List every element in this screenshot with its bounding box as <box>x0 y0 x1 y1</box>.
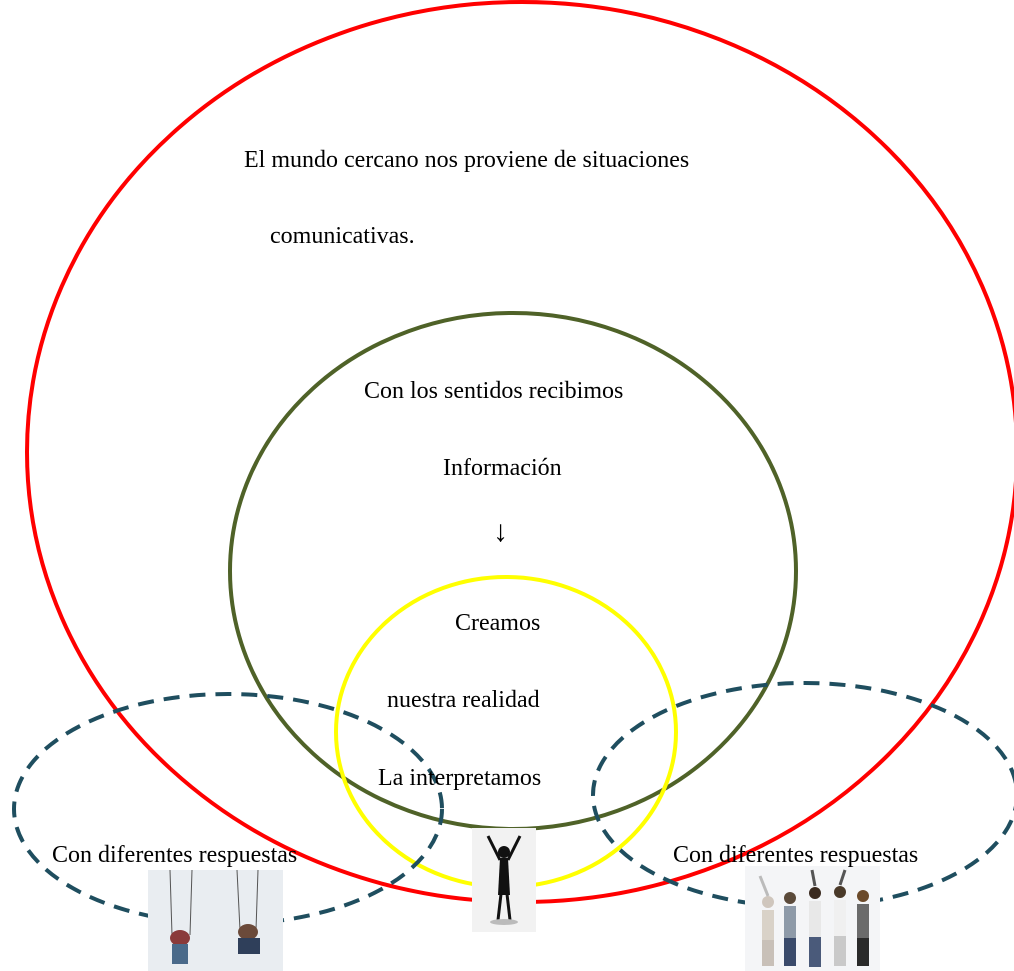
people-on-swings-photo <box>148 869 283 971</box>
person-arms-raised-silhouette-photo <box>472 828 536 932</box>
right-ellipse-label: Con diferentes respuestas <box>673 842 919 868</box>
inner-text-line-2: nuestra realidad <box>387 687 540 713</box>
inner-text-line-1: Creamos <box>455 610 541 636</box>
left-ellipse-label: Con diferentes respuestas <box>52 842 298 868</box>
inner-text-line-3: La interpretamos <box>378 765 542 791</box>
outer-text-line-2: comunicativas. <box>270 223 415 249</box>
middle-text-line-1: Con los sentidos recibimos <box>364 378 624 404</box>
middle-text-line-2: Información <box>443 455 562 481</box>
group-jumping-photo <box>745 866 880 971</box>
down-arrow-icon: ↓ <box>493 515 508 548</box>
outer-text-line-1: El mundo cercano nos proviene de situaci… <box>244 147 690 173</box>
